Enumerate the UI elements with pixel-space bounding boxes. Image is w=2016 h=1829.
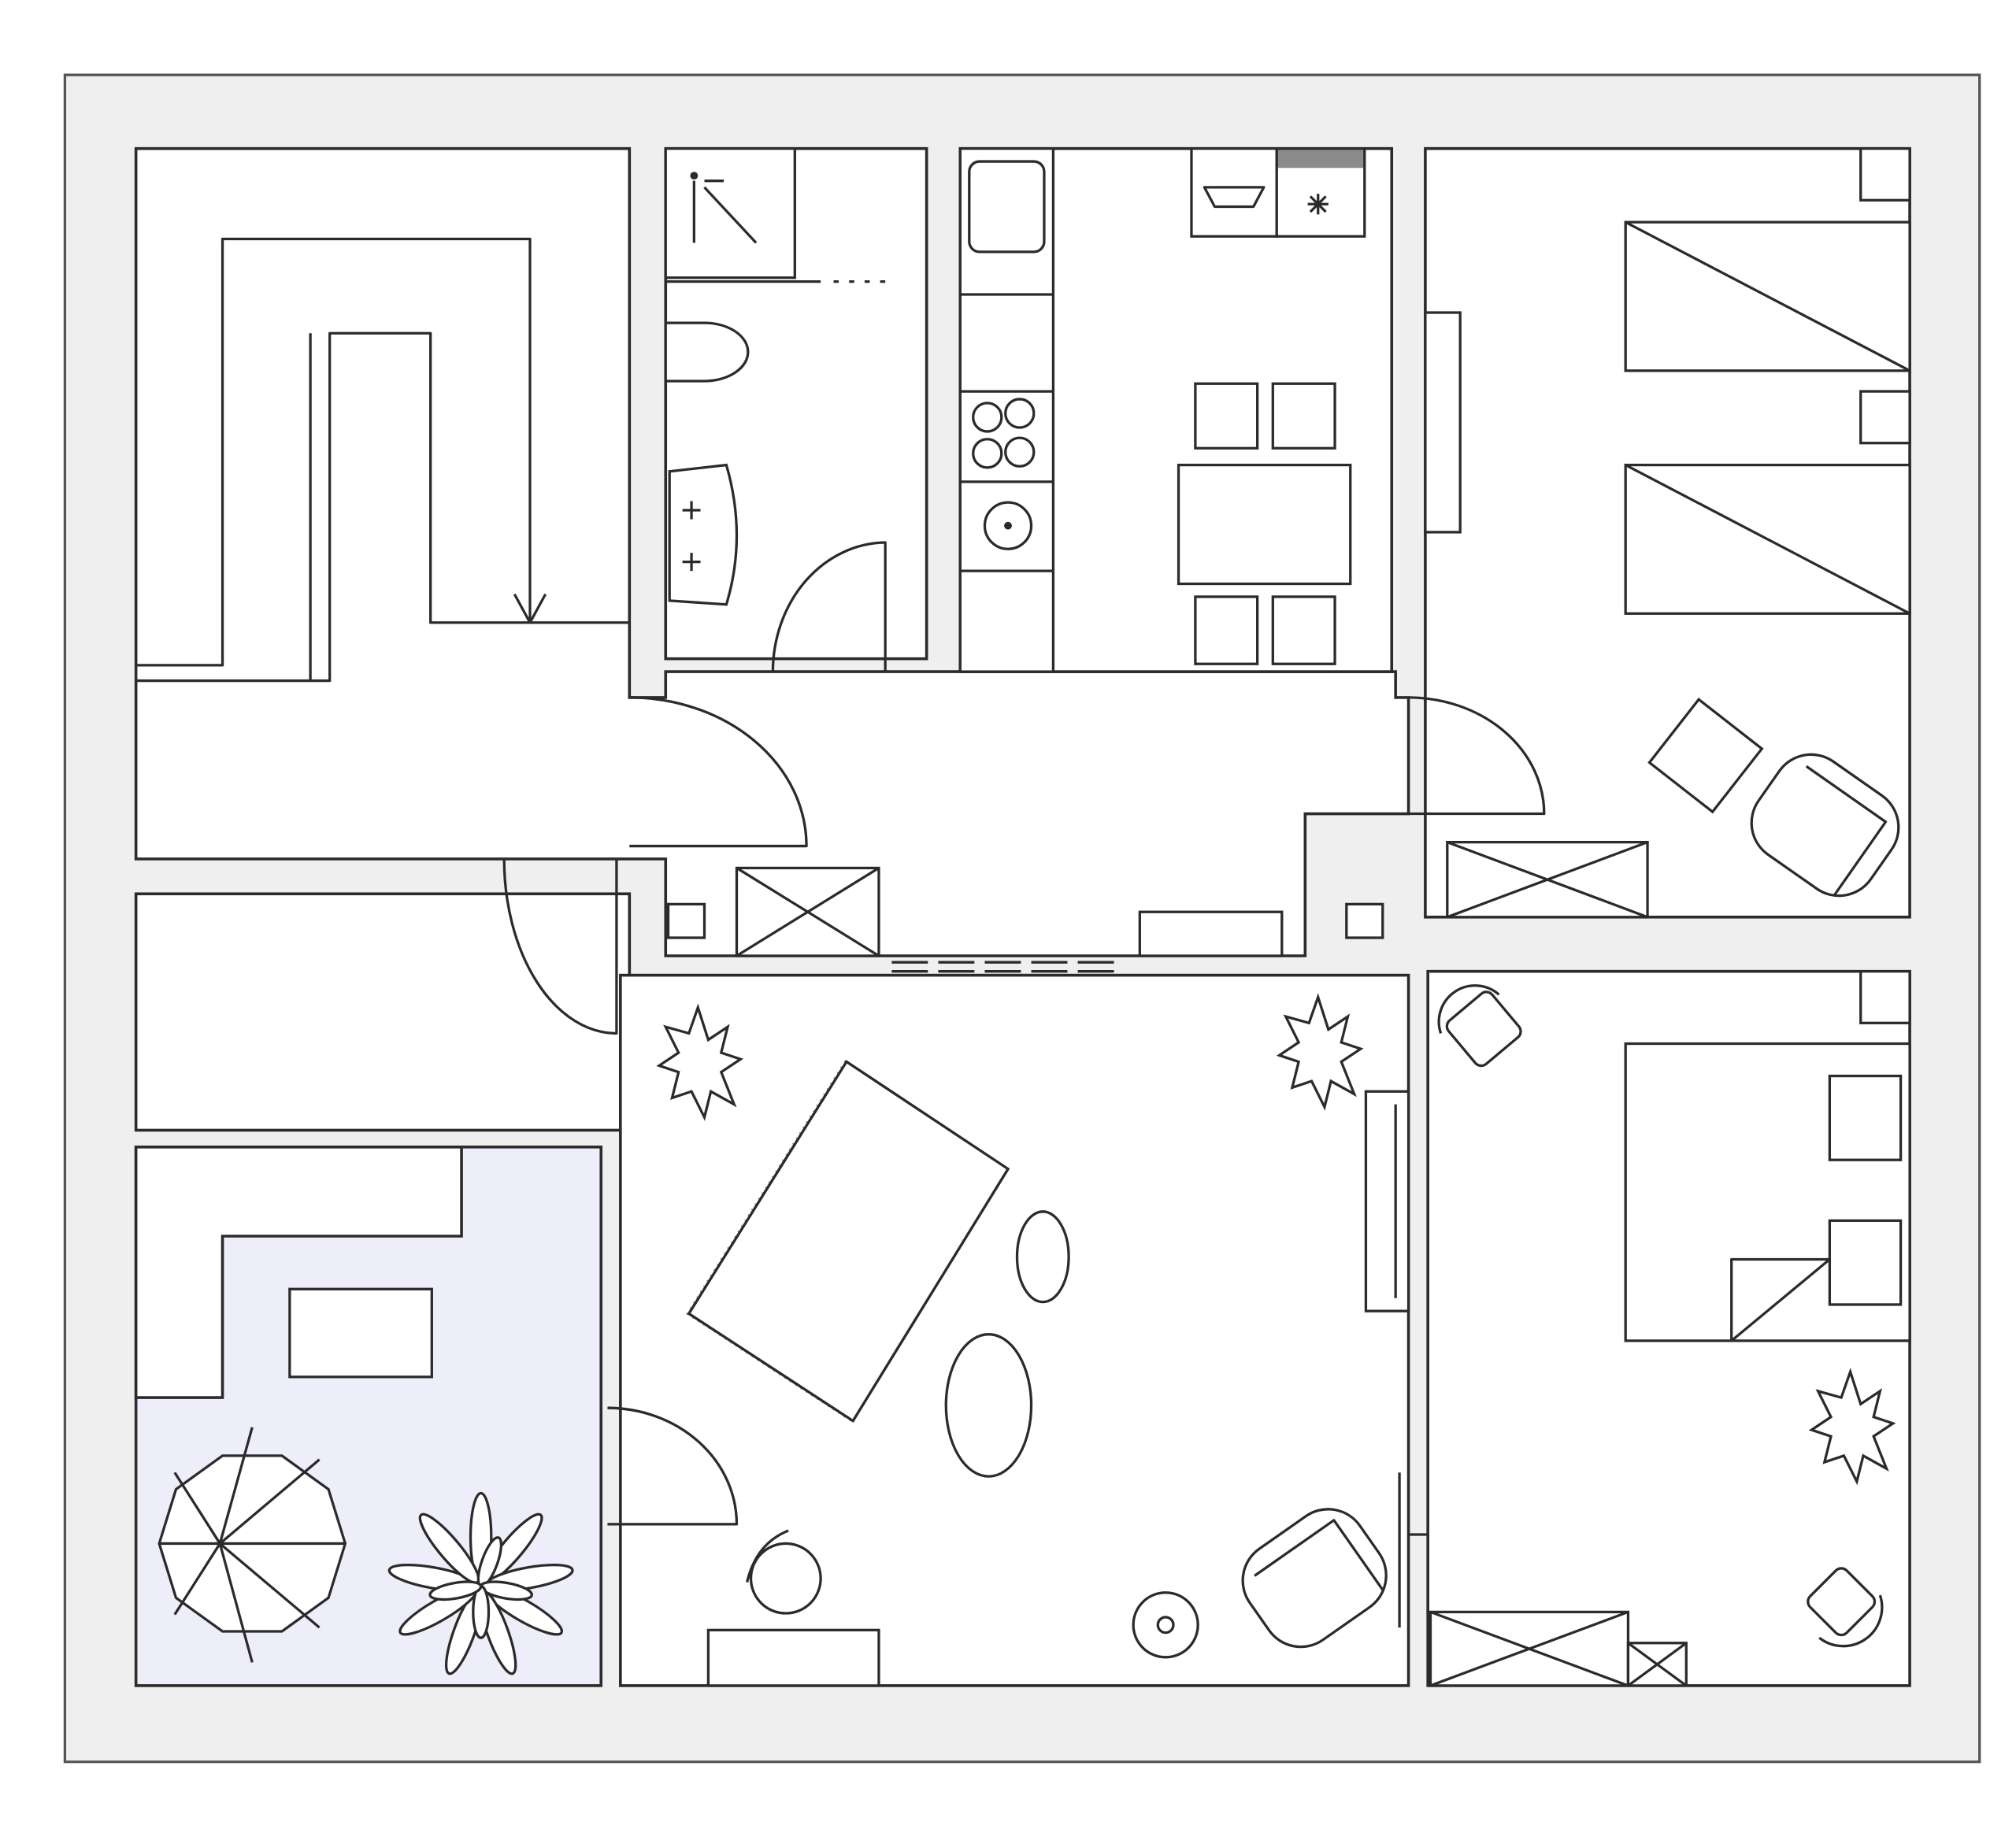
- stair-arrow-icon: [513, 593, 547, 624]
- dining-chair: [1271, 382, 1336, 450]
- wardrobe: [1424, 311, 1462, 534]
- plant-icon: [1808, 1368, 1896, 1486]
- washbasin: [668, 463, 739, 606]
- desk: [706, 1628, 880, 1687]
- umbrella: [158, 1427, 347, 1663]
- kitchen-sink: [968, 160, 1046, 254]
- plant-icon: [387, 1491, 574, 1675]
- tv-stand: [1364, 1090, 1410, 1313]
- hall-door: [629, 696, 808, 848]
- oven: [983, 501, 1033, 550]
- dining-chair: [1194, 595, 1259, 665]
- chair: [1445, 990, 1522, 1068]
- bedroom-twin-door: [1408, 696, 1546, 816]
- sliding-door: [891, 961, 1118, 973]
- nightstand: [1859, 970, 1911, 1024]
- nightstand: [1859, 390, 1911, 445]
- balcony-furniture: [158, 1287, 574, 1675]
- dining-chair: [1194, 382, 1259, 450]
- pillow: [1828, 1074, 1903, 1161]
- living-room-furniture: [686, 1060, 1410, 1687]
- desk-chair: [749, 1542, 822, 1615]
- doors: [502, 541, 1546, 1686]
- plants: [656, 993, 1896, 1486]
- armchair: [1750, 753, 1900, 898]
- bedroom-twin-furniture: [1424, 147, 1911, 919]
- pillow: [1828, 1219, 1903, 1306]
- side-table: [1647, 698, 1764, 814]
- staircase: [135, 237, 630, 683]
- plant-icon: [656, 1003, 744, 1121]
- ottoman: [1015, 1210, 1070, 1304]
- armchair: [1241, 1508, 1388, 1649]
- washing-machine: [1190, 147, 1278, 238]
- chair: [1807, 1567, 1877, 1637]
- balcony-wall-block: [134, 1145, 463, 1399]
- stove: [972, 398, 1036, 469]
- bedroom-double-furniture: [1429, 970, 1911, 1687]
- balcony-table: [288, 1287, 433, 1379]
- corridor-furniture: [666, 866, 1384, 973]
- shower: [664, 147, 796, 280]
- toilet: [664, 321, 750, 383]
- dining-table: [1177, 463, 1352, 586]
- kitchen-fixtures: [958, 147, 1366, 673]
- nightstand: [1859, 147, 1911, 202]
- floor-lamp: [1132, 1591, 1199, 1659]
- dining-chair: [1271, 595, 1336, 665]
- storage-room: [134, 892, 632, 1132]
- bench: [1138, 910, 1284, 957]
- bedroom-double-door: [1398, 1472, 1429, 1686]
- bathroom-fixtures: [664, 147, 892, 606]
- balcony-door: [607, 1406, 739, 1526]
- coffee-table: [944, 1333, 1033, 1478]
- storage-door: [502, 858, 618, 1035]
- plant-icon: [1276, 993, 1364, 1111]
- bathroom-door: [771, 541, 887, 672]
